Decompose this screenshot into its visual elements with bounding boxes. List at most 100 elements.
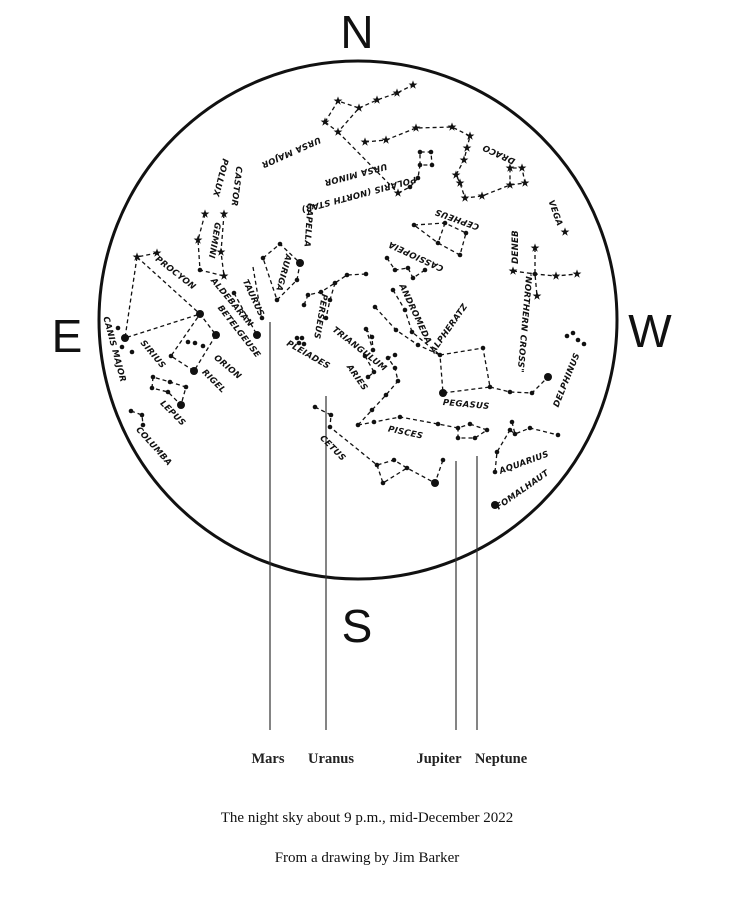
star-mark: [520, 178, 530, 187]
star-dot: [384, 255, 390, 261]
star-mark: [381, 135, 391, 144]
triangulum-aries-lines: [364, 328, 375, 378]
label-pleiades: PLEIADES: [284, 339, 331, 372]
label-capella: CAPELLA: [301, 203, 314, 248]
star-dot: [168, 353, 174, 359]
star-dot: [296, 340, 302, 346]
star-mark: [459, 155, 469, 164]
compass-west: W: [628, 305, 672, 357]
star-dot: [391, 457, 397, 463]
label-pollux: POLLUX: [210, 157, 230, 197]
label-northern-cross: "NORTHERN CROSS": [515, 271, 534, 373]
star-dot: [435, 421, 441, 427]
star-mark: [392, 88, 402, 97]
star-dot: [509, 419, 515, 425]
star-dot: [177, 401, 185, 409]
star-dot: [417, 149, 423, 155]
star-dot: [415, 175, 421, 181]
star-dot: [390, 287, 396, 293]
star-mark: [200, 209, 210, 218]
star-mark: [462, 143, 472, 152]
star-dot: [294, 335, 300, 341]
star-dot: [492, 469, 498, 475]
andromeda-lines: [374, 289, 441, 356]
star-dot: [299, 335, 305, 341]
star-dot: [115, 325, 121, 331]
star-dot: [167, 379, 173, 385]
star-mark: [517, 163, 527, 172]
star-dot: [428, 149, 434, 155]
star-dot: [395, 378, 401, 384]
stars: [115, 80, 587, 509]
star-dot: [369, 407, 375, 413]
star-dot: [555, 432, 561, 438]
star-dot: [371, 369, 377, 375]
star-dot: [370, 347, 376, 353]
star-dot: [197, 267, 203, 273]
star-dot: [327, 424, 333, 430]
star-dot: [439, 389, 447, 397]
star-mark: [152, 248, 162, 257]
star-mark: [505, 180, 515, 189]
label-procyon: PROCYON: [153, 255, 197, 293]
star-mark: [551, 271, 561, 280]
star-mark: [393, 188, 403, 197]
star-dot: [507, 427, 513, 433]
star-dot: [529, 390, 535, 396]
label-columba: COLUMBA: [133, 425, 173, 468]
star-dot: [402, 307, 408, 313]
star-dot: [231, 290, 237, 296]
star-dot: [455, 425, 461, 431]
star-mark: [451, 170, 461, 179]
star-dot: [385, 355, 391, 361]
cassiopeia-lines: [386, 257, 426, 279]
star-dot: [185, 339, 191, 345]
label-rigel: RIGEL: [199, 368, 227, 396]
star-dot: [393, 327, 399, 333]
star-dot: [301, 341, 307, 347]
star-mark: [132, 252, 142, 261]
star-dot: [397, 414, 403, 420]
star-mark: [530, 243, 540, 252]
star-dot: [422, 267, 428, 273]
star-dot: [259, 315, 265, 321]
label-castor: CASTOR: [229, 166, 244, 207]
perseus-lines: [303, 273, 367, 319]
star-dot: [409, 329, 415, 335]
star-dot: [463, 230, 469, 236]
star-mark: [532, 291, 542, 300]
star-dot: [371, 419, 377, 425]
pegasus-lines: [439, 347, 549, 394]
star-dot: [363, 271, 369, 277]
star-dot: [411, 222, 417, 228]
label-draco: DRACO: [481, 142, 517, 166]
star-mark: [508, 266, 518, 275]
label-aries: ARIES: [343, 362, 369, 393]
label-vega: VEGA: [546, 199, 565, 228]
star-dot: [484, 427, 490, 433]
star-dot: [512, 431, 518, 437]
caption: The night sky about 9 p.m., mid-December…: [221, 810, 513, 826]
star-dot: [383, 392, 389, 398]
star-dot: [527, 425, 533, 431]
star-mark: [411, 123, 421, 132]
star-mark: [447, 122, 457, 131]
star-dot: [312, 404, 318, 410]
label-alpheratz: ALPHERATZ: [428, 302, 470, 357]
star-dot: [139, 412, 145, 418]
star-dot: [149, 385, 155, 391]
star-mark: [372, 95, 382, 104]
label-ursa-major: URSA MAJOR: [260, 134, 323, 169]
star-dot: [121, 334, 129, 342]
star-mark: [320, 117, 330, 126]
star-mark: [219, 271, 229, 280]
auriga-taurus-lines: [233, 243, 301, 336]
star-dot: [581, 341, 587, 347]
star-dot: [344, 272, 350, 278]
star-dot: [455, 435, 461, 441]
star-mark: [219, 209, 229, 218]
star-dot: [362, 353, 368, 359]
star-dot: [274, 297, 280, 303]
star-dot: [260, 255, 266, 261]
star-dot: [404, 465, 410, 471]
